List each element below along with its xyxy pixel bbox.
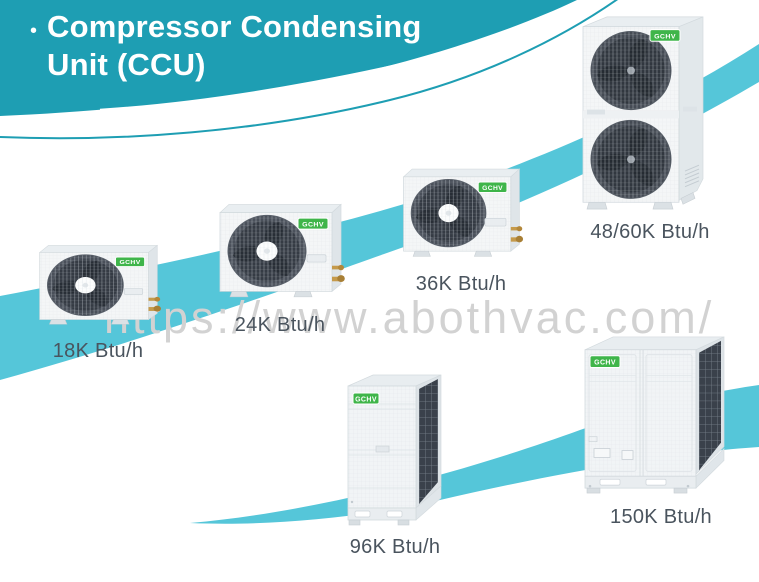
unit-18k-image: GCHV [38,244,161,325]
unit-96k-image: GCHV [347,374,442,526]
gchv-logo-text: GCHV [482,185,503,192]
gchv-logo-text: GCHV [654,33,676,40]
gchv-logo: GCHV [477,181,508,193]
unit-36k-label: 36K Btu/h [415,273,507,295]
gchv-logo: GCHV [589,355,621,369]
unit-96k-label: 96K Btu/h [349,536,441,558]
gchv-logo-text: GCHV [302,222,324,229]
unit-18k-figure: GCHV 18K Btu/h [30,240,166,363]
header-swoosh [0,0,618,140]
unit-24k-figure: GCHV 24K Btu/h [210,198,350,337]
unit-36k-figure: GCHV 36K Btu/h [394,163,528,296]
unit-150k-figure: GCHV 150K Btu/h [580,330,742,529]
unit-18k-label: 18K Btu/h [52,340,144,362]
unit-24k-label: 24K Btu/h [234,314,326,336]
gchv-logo: GCHV [352,392,380,405]
unit-48-60k-label: 48/60K Btu/h [590,221,710,243]
wave-upper [0,44,759,380]
unit-36k-image: GCHV [402,168,524,257]
title-block: • Compressor Condensing Unit (CCU) [30,8,487,84]
gchv-logo: GCHV [115,256,146,267]
gchv-logo-text: GCHV [119,260,141,266]
unit-150k-label: 150K Btu/h [610,506,712,528]
unit-48-60k-image: GCHV [582,16,704,210]
unit-150k-image: GCHV [584,336,725,494]
gchv-logo: GCHV [297,217,329,230]
unit-48-60k-figure: GCHV 48/60K Btu/h [575,13,725,244]
gchv-logo-text: GCHV [594,360,616,367]
unit-96k-figure: GCHV 96K Btu/h [342,370,448,559]
gchv-logo: GCHV [649,29,681,42]
page-title: Compressor Condensing Unit (CCU) [47,9,422,82]
unit-24k-image: GCHV [219,203,345,298]
gchv-logo-text: GCHV [355,397,377,404]
title-bullet: • [30,20,38,42]
